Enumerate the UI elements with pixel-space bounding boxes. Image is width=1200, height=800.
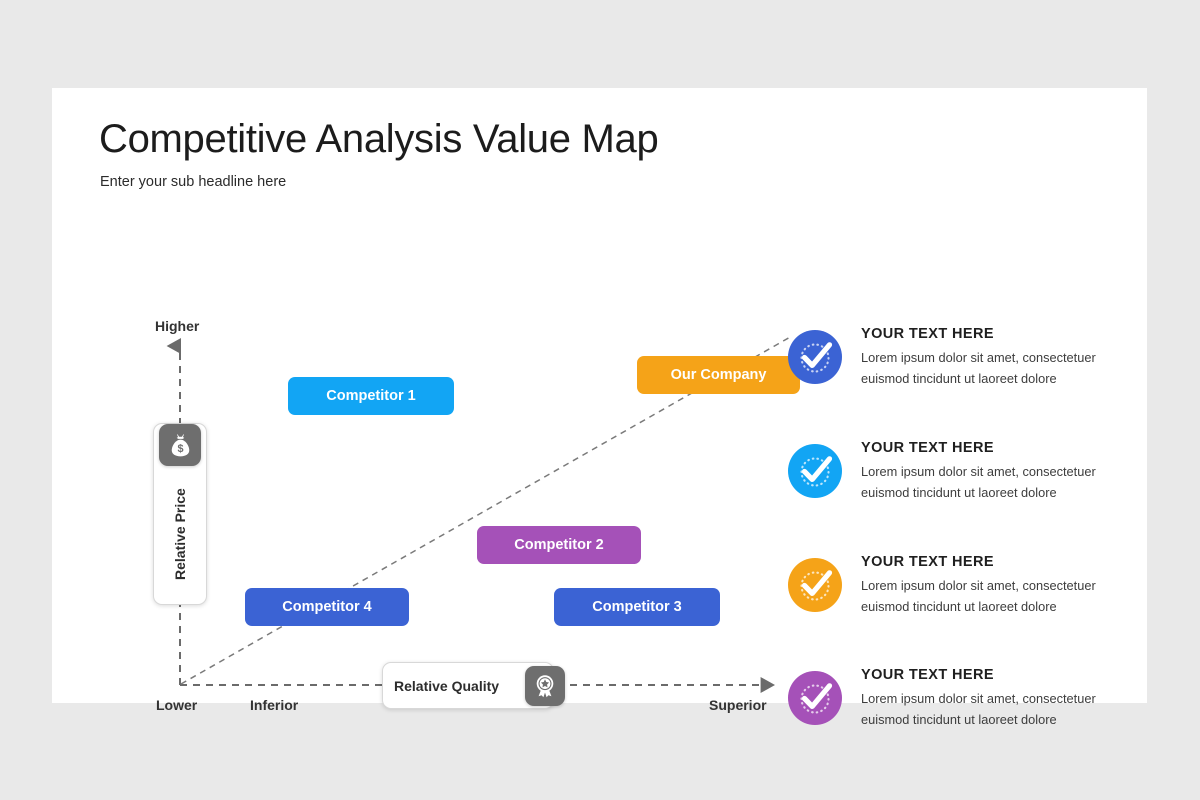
check-glyph [800, 342, 833, 373]
node-competitor-4[interactable]: Competitor 4 [245, 588, 409, 626]
check-circle-icon [788, 330, 842, 384]
trendline [180, 335, 793, 685]
node-our-company[interactable]: Our Company [637, 356, 800, 394]
check-glyph [800, 683, 833, 714]
legend-item[interactable]: YOUR TEXT HERE Lorem ipsum dolor sit ame… [788, 438, 1138, 504]
award-badge-glyph [536, 675, 554, 698]
legend-title: YOUR TEXT HERE [861, 554, 994, 570]
value-map-chart: Higher Lower Inferior Superior Relative … [52, 88, 832, 713]
legend-title: YOUR TEXT HERE [861, 326, 994, 342]
node-competitor-2[interactable]: Competitor 2 [477, 526, 641, 564]
money-bag-icon: $ [159, 424, 201, 466]
page-subtitle: Enter your sub headline here [100, 174, 287, 190]
y-axis-label: Relative Price [172, 488, 188, 580]
axis-cap-lower: Lower [156, 697, 198, 713]
slide-canvas: Competitive Analysis Value Map Enter you… [52, 88, 1147, 727]
axis-cap-superior: Superior [709, 697, 767, 713]
legend-body: Lorem ipsum dolor sit amet, consectetuer… [861, 691, 1096, 728]
legend-text: YOUR TEXT HERE Lorem ipsum dolor sit ame… [861, 665, 1138, 731]
legend-body: Lorem ipsum dolor sit amet, consectetuer… [861, 578, 1096, 615]
node-competitor-1[interactable]: Competitor 1 [288, 377, 454, 415]
x-axis-label: Relative Quality [394, 677, 500, 694]
check-circle-icon [788, 558, 842, 612]
award-badge-icon [525, 666, 565, 706]
legend-item[interactable]: YOUR TEXT HERE Lorem ipsum dolor sit ame… [788, 324, 1138, 390]
legend-title: YOUR TEXT HERE [861, 667, 994, 683]
page-title: Competitive Analysis Value Map [99, 117, 659, 161]
axis-cap-higher: Higher [155, 318, 200, 334]
legend-body: Lorem ipsum dolor sit amet, consectetuer… [861, 350, 1096, 387]
node-competitor-3[interactable]: Competitor 3 [554, 588, 720, 626]
svg-text:$: $ [177, 443, 183, 455]
legend-item[interactable]: YOUR TEXT HERE Lorem ipsum dolor sit ame… [788, 665, 1138, 731]
legend-list: YOUR TEXT HERE Lorem ipsum dolor sit ame… [788, 88, 1147, 727]
check-circle-icon [788, 444, 842, 498]
check-circle-icon [788, 671, 842, 725]
legend-body: Lorem ipsum dolor sit amet, consectetuer… [861, 464, 1096, 501]
legend-text: YOUR TEXT HERE Lorem ipsum dolor sit ame… [861, 552, 1138, 618]
legend-item[interactable]: YOUR TEXT HERE Lorem ipsum dolor sit ame… [788, 552, 1138, 618]
check-glyph [800, 456, 833, 487]
legend-title: YOUR TEXT HERE [861, 440, 994, 456]
axis-cap-inferior: Inferior [250, 697, 299, 713]
legend-text: YOUR TEXT HERE Lorem ipsum dolor sit ame… [861, 324, 1138, 390]
check-glyph [800, 570, 833, 601]
legend-text: YOUR TEXT HERE Lorem ipsum dolor sit ame… [861, 438, 1138, 504]
money-bag-glyph: $ [171, 433, 189, 456]
